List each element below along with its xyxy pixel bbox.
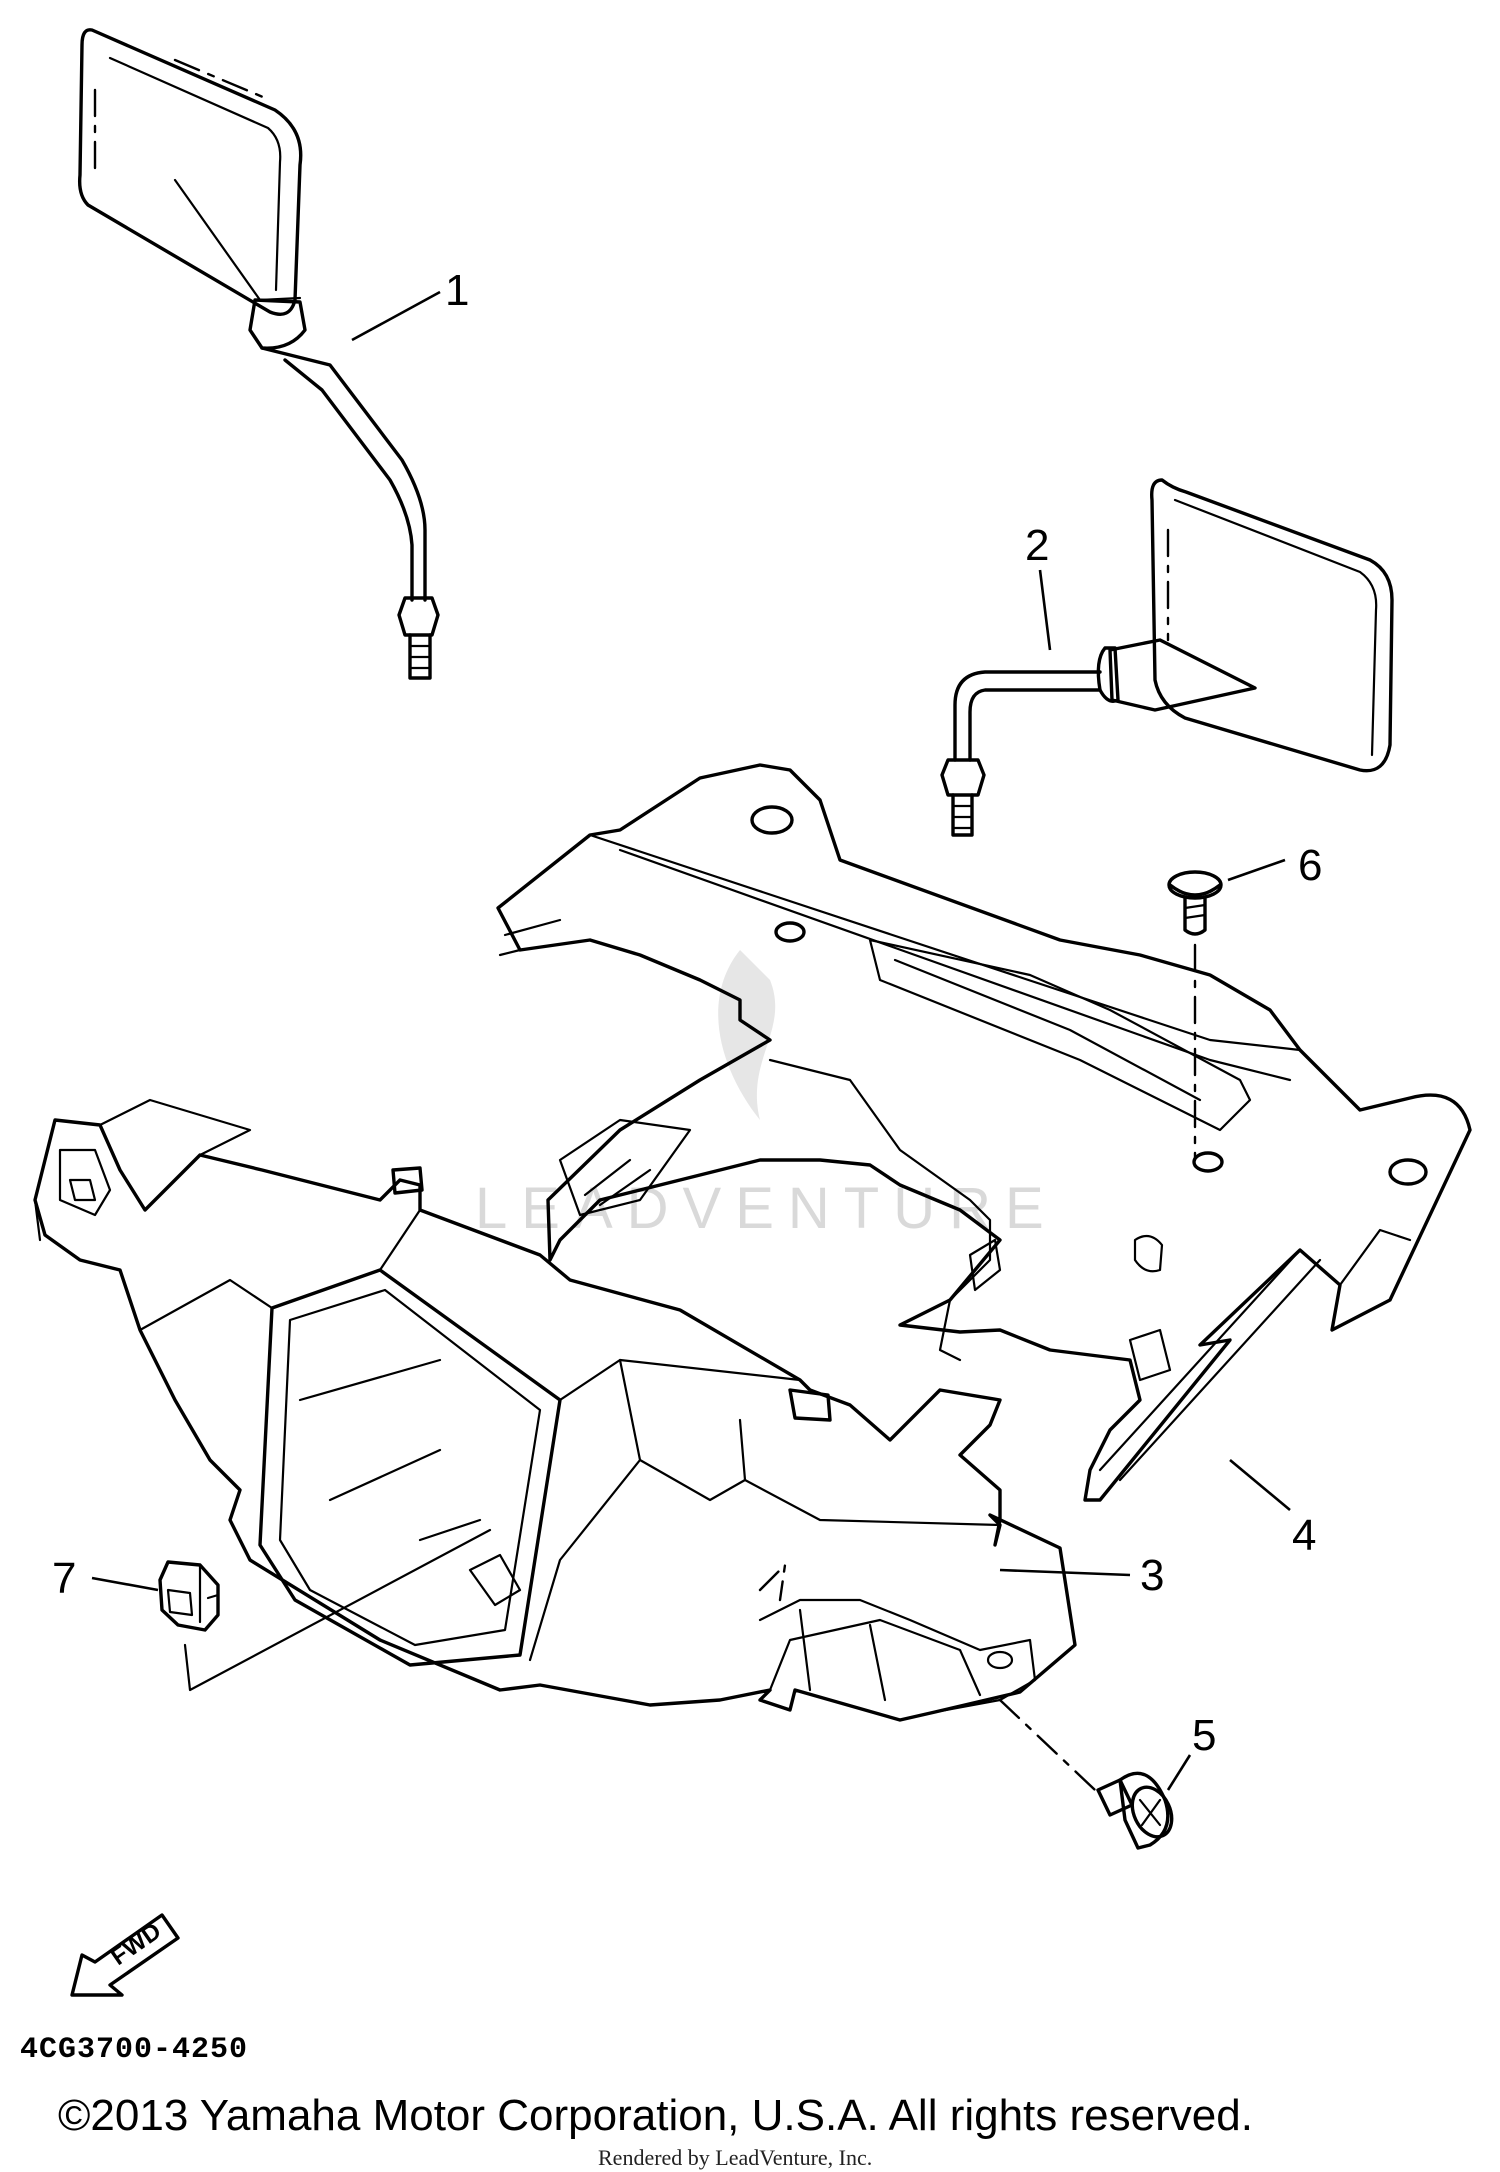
lower-bracket-part bbox=[496, 763, 1472, 1502]
copyright-notice: ©2013 Yamaha Motor Corporation, U.S.A. A… bbox=[58, 2091, 1253, 2140]
callout-label: 6 bbox=[1298, 841, 1322, 890]
handlebar-cover-part bbox=[33, 1098, 1077, 1722]
callout-6: 6 bbox=[1227, 841, 1322, 890]
callout-2: 2 bbox=[1025, 521, 1052, 651]
right-mirror-part bbox=[940, 478, 1394, 837]
callout-label: 5 bbox=[1192, 1711, 1216, 1760]
clip-nut-part bbox=[158, 1528, 492, 1692]
left-mirror-part bbox=[77, 28, 440, 680]
fwd-label: FWD bbox=[106, 1917, 166, 1970]
callout-label: 2 bbox=[1025, 521, 1049, 570]
callout-1: 1 bbox=[351, 266, 469, 342]
callout-3: 3 bbox=[999, 1551, 1164, 1600]
leadventure-watermark: LEADVENTURE bbox=[475, 950, 1044, 1241]
callout-4: 4 bbox=[1229, 1459, 1316, 1560]
callout-label: 4 bbox=[1292, 1511, 1316, 1560]
diagram-code: 4CG3700-4250 bbox=[20, 2033, 248, 2067]
callout-7: 7 bbox=[52, 1554, 159, 1603]
bolt-part bbox=[998, 1698, 1174, 1850]
screw-part bbox=[1167, 870, 1223, 1162]
callout-label: 3 bbox=[1140, 1551, 1164, 1600]
fwd-arrow-icon: FWD bbox=[70, 1913, 180, 1997]
rendered-by-credit: Rendered by LeadVenture, Inc. bbox=[598, 2145, 872, 2170]
callout-5: 5 bbox=[1166, 1711, 1216, 1791]
callout-label: 7 bbox=[52, 1554, 76, 1603]
callout-label: 1 bbox=[445, 266, 469, 315]
